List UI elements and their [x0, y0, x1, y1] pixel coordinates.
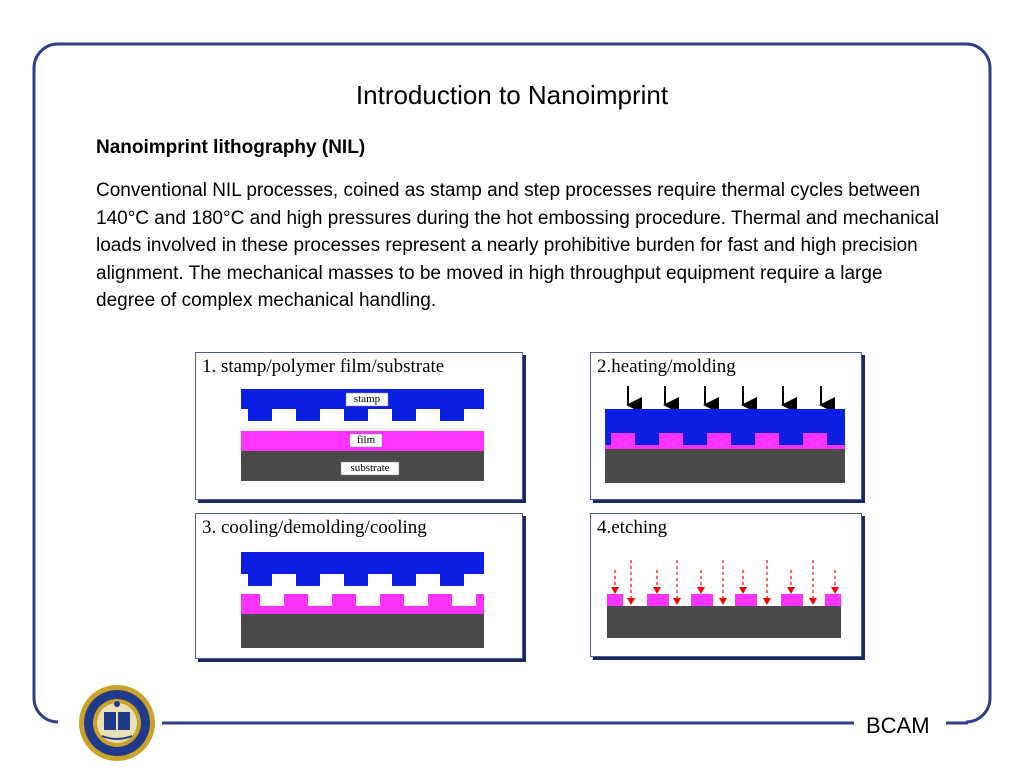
pressure-arrows	[626, 386, 835, 413]
panel-title: 3. cooling/demolding/cooling	[202, 517, 427, 538]
film-layer	[241, 594, 484, 614]
stamp-layer	[605, 409, 845, 445]
body-paragraph: Conventional NIL processes, coined as st…	[96, 180, 939, 311]
panel-title: 4.etching	[597, 517, 668, 538]
etch-arrowheads	[611, 587, 839, 605]
section-heading: Nanoimprint lithography (NIL)	[96, 137, 366, 158]
figure-panel-2: 2.heating/molding	[590, 352, 862, 500]
substrate-layer	[605, 449, 845, 483]
substrate-layer	[241, 614, 484, 648]
footer-label: BCAM	[866, 713, 930, 738]
substrate-label: substrate	[350, 462, 390, 474]
figure-panel-3: 3. cooling/demolding/cooling	[195, 513, 523, 659]
stamp-layer	[241, 552, 484, 586]
stamp-label: stamp	[353, 393, 381, 405]
panel-title: 2.heating/molding	[597, 356, 736, 377]
university-seal-icon	[79, 685, 155, 761]
film-blocks	[607, 594, 841, 606]
figure-panel-4: 4.etching	[590, 513, 862, 657]
substrate-layer	[607, 606, 841, 638]
figure-panel-1: 1. stamp/polymer film/substrate stamp fi…	[195, 352, 523, 500]
panel-title: 1. stamp/polymer film/substrate	[202, 356, 445, 377]
slide-title: Introduction to Nanoimprint	[355, 80, 669, 110]
film-label: film	[356, 434, 376, 446]
